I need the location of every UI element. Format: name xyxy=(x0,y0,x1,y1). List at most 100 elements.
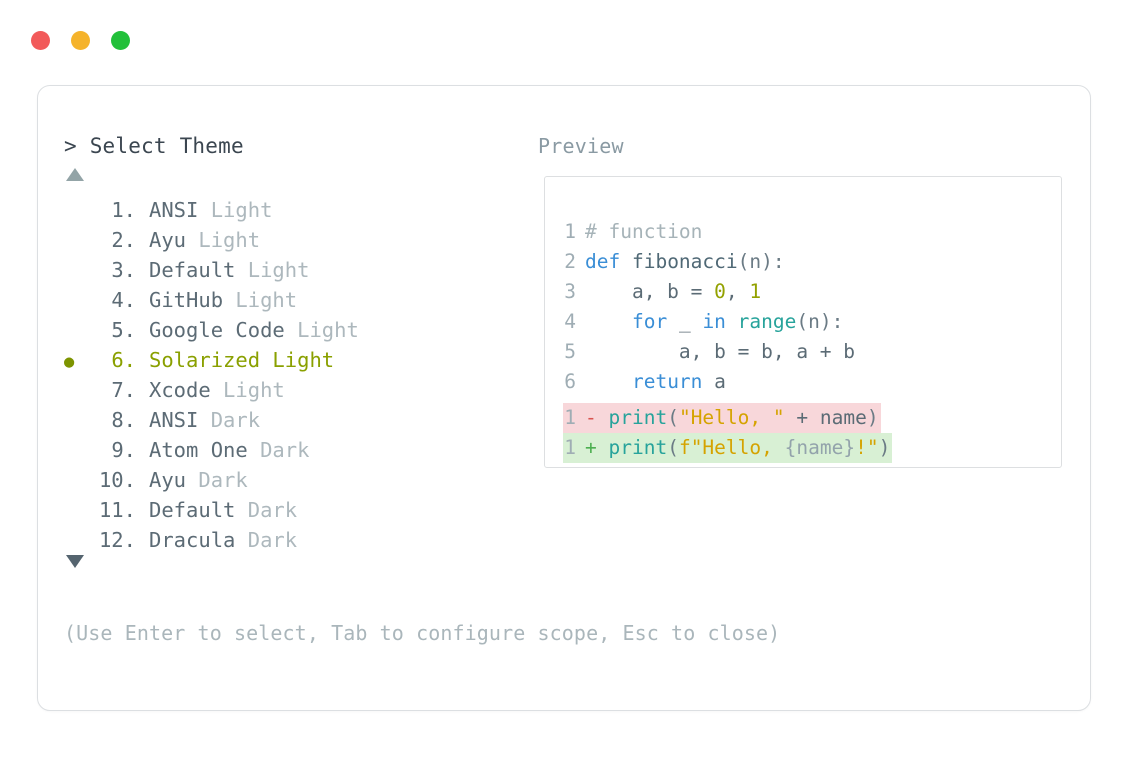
theme-variant: Light xyxy=(284,318,359,342)
code-line: 5 a, b = b, a + b xyxy=(563,337,855,367)
code-token: ) xyxy=(878,436,891,459)
maximize-window-button[interactable] xyxy=(111,31,130,50)
scroll-up-icon[interactable] xyxy=(66,168,84,181)
theme-list-item[interactable]: ● 10. Ayu Dark xyxy=(64,465,504,495)
theme-name: ANSI xyxy=(149,408,199,432)
diff-spacer xyxy=(597,406,609,429)
preview-header-label: Preview xyxy=(538,134,624,158)
close-window-button[interactable] xyxy=(31,31,50,50)
theme-variant: Dark xyxy=(235,528,298,552)
theme-index: 12. xyxy=(98,528,136,552)
theme-variant: Light xyxy=(186,228,261,252)
theme-name: Xcode xyxy=(149,378,211,402)
code-token: !" xyxy=(855,436,879,459)
code-line: 4 for _ in range(n): xyxy=(563,307,855,337)
diff-line-content: 1- print("Hello, " + name) xyxy=(563,403,881,433)
selected-bullet-icon: ● xyxy=(64,352,75,372)
theme-name: GitHub xyxy=(149,288,224,312)
bullet-placeholder: ● xyxy=(64,437,90,467)
code-token: for xyxy=(631,310,668,333)
theme-list-item[interactable]: ● 11. Default Dark xyxy=(64,495,504,525)
theme-variant: Light xyxy=(210,378,285,402)
line-number: 5 xyxy=(564,340,576,363)
code-token: print xyxy=(608,406,668,429)
code-token xyxy=(726,310,738,333)
theme-list-item[interactable]: ●7.Xcode Light xyxy=(64,375,504,405)
minimize-window-button[interactable] xyxy=(71,31,90,50)
code-token: (n): xyxy=(796,310,844,333)
theme-variant: Dark xyxy=(186,468,248,492)
diff-line-removed: 1- print("Hello, " + name) xyxy=(563,403,892,433)
code-token: a, b = b, a + b xyxy=(585,340,856,363)
code-token xyxy=(585,310,632,333)
theme-name: Atom One xyxy=(149,438,248,462)
theme-variant: Dark xyxy=(247,438,310,462)
theme-variant: Light xyxy=(198,198,273,222)
keyboard-hint: (Use Enter to select, Tab to configure s… xyxy=(64,621,781,645)
theme-list-item[interactable]: ●8.ANSI Dark xyxy=(64,405,504,435)
code-line: 3 a, b = 0, 1 xyxy=(563,277,855,307)
theme-index: 3. xyxy=(111,258,136,282)
theme-name: Default xyxy=(149,258,236,282)
code-token: fibonacci xyxy=(631,250,738,273)
bullet-placeholder: ● xyxy=(64,467,90,497)
theme-name: Default xyxy=(149,498,236,522)
bullet-placeholder: ● xyxy=(64,197,90,227)
theme-list-item[interactable]: ● 12. Dracula Dark xyxy=(64,525,504,555)
diff-spacer xyxy=(597,436,609,459)
code-token: f"Hello, xyxy=(678,436,785,459)
code-line: 2 def fibonacci(n): xyxy=(563,247,855,277)
prompt-caret-icon: > xyxy=(64,134,77,158)
bullet-placeholder: ● xyxy=(64,287,90,317)
bullet-placeholder: ● xyxy=(64,527,90,557)
code-token xyxy=(585,370,632,393)
theme-name: Ayu xyxy=(149,468,187,492)
bullet-placeholder: ● xyxy=(64,497,90,527)
code-token: print xyxy=(608,436,668,459)
code-line: 6 return a xyxy=(563,367,855,397)
code-token: + name xyxy=(784,406,867,429)
theme-index: 1. xyxy=(111,198,136,222)
line-number: 2 xyxy=(564,250,576,273)
theme-list-item[interactable]: ●6.Solarized Light xyxy=(64,345,504,375)
theme-index: 11. xyxy=(98,498,136,522)
theme-list-item[interactable]: ●1.ANSI Light xyxy=(64,195,504,225)
code-token: 1 xyxy=(749,280,762,303)
theme-variant: Dark xyxy=(198,408,261,432)
bullet-placeholder: ● xyxy=(64,377,90,407)
code-token: def xyxy=(585,250,632,273)
theme-list-item[interactable]: ●4.GitHub Light xyxy=(64,285,504,315)
code-token: "Hello, " xyxy=(678,406,785,429)
line-number: 3 xyxy=(564,280,576,303)
code-token: a xyxy=(702,370,726,393)
theme-index: 10. xyxy=(98,468,136,492)
theme-list-item[interactable]: ●5.Google Code Light xyxy=(64,315,504,345)
line-number: 6 xyxy=(564,370,576,393)
theme-list-item[interactable]: ● 3. Default Light xyxy=(64,255,504,285)
page-title-label: Select Theme xyxy=(89,134,244,158)
theme-index: 6. xyxy=(111,348,136,372)
theme-variant: Light xyxy=(235,258,310,282)
line-number: 1 xyxy=(564,406,576,429)
code-line: 1# function xyxy=(563,217,855,247)
theme-name: Ayu xyxy=(149,228,187,252)
theme-index: 8. xyxy=(111,408,136,432)
theme-name: Dracula xyxy=(149,528,236,552)
code-token: (n): xyxy=(737,250,785,273)
line-number: 1 xyxy=(564,436,576,459)
theme-index: 9. xyxy=(111,438,136,462)
bullet-placeholder: ● xyxy=(64,257,90,287)
code-token: {name} xyxy=(784,436,856,459)
theme-list-item[interactable]: ●2.Ayu Light xyxy=(64,225,504,255)
code-token: ) xyxy=(866,406,879,429)
line-number: 1 xyxy=(564,220,576,243)
scroll-down-icon[interactable] xyxy=(66,555,84,568)
code-token: ( xyxy=(667,436,679,459)
theme-list-item[interactable]: ● 9. Atom One Dark xyxy=(64,435,504,465)
bullet-placeholder: ● xyxy=(64,227,90,257)
theme-variant: Dark xyxy=(235,498,298,522)
diff-line-content: 1+ print(f"Hello, {name}!") xyxy=(563,433,893,463)
theme-picker-card: > Select Theme Preview ●1.ANSI Light●2.A… xyxy=(37,85,1091,711)
